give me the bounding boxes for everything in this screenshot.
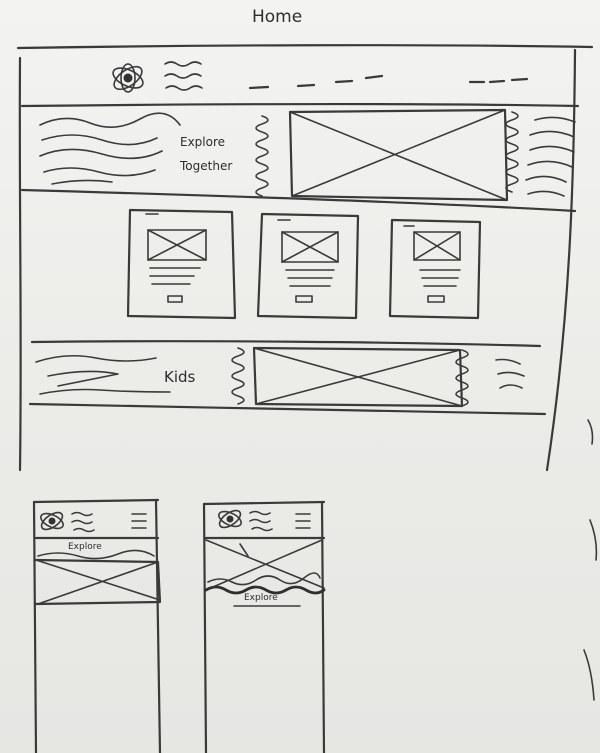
card-1 — [126, 208, 237, 320]
card-3 — [388, 218, 482, 320]
desktop-header — [112, 61, 529, 93]
brand-name-scribble — [164, 61, 203, 91]
mobile-2-banner-label: Explore — [244, 593, 278, 603]
hero-image-placeholder — [288, 108, 509, 202]
mobile-frame-1: Explore — [32, 498, 162, 753]
desktop-frame — [16, 44, 594, 472]
kids-banner-label: Kids — [164, 368, 196, 386]
hamburger-menu-icon — [131, 513, 147, 529]
page-heading: Home — [252, 7, 302, 27]
mobile-2-image-placeholder — [205, 539, 325, 591]
atom-logo-icon — [218, 509, 242, 529]
kids-image-placeholder — [252, 346, 464, 408]
card-row — [126, 208, 482, 320]
mobile-frame-2: Explore — [202, 500, 326, 753]
hero-heading-line1: Explore — [180, 135, 225, 149]
stray-pen-marks — [583, 419, 598, 701]
hero-banner: Explore Together — [20, 103, 580, 213]
atom-logo-icon — [112, 63, 144, 93]
mobile-1-banner-label: Explore — [68, 542, 102, 552]
kids-banner: Kids — [28, 340, 547, 416]
hero-heading-line2: Together — [179, 159, 232, 173]
card-2 — [256, 212, 360, 320]
mobile-1-image-placeholder — [34, 558, 162, 606]
atom-logo-icon — [40, 511, 64, 531]
hamburger-menu-icon — [295, 513, 311, 529]
nav-links — [248, 74, 529, 90]
